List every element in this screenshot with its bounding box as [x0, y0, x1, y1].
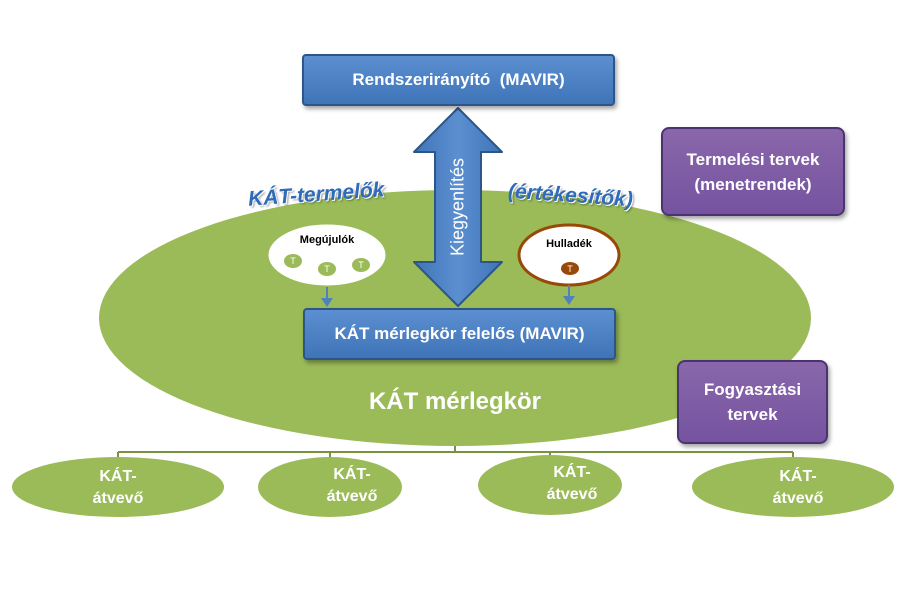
receiver-ellipse-3 — [478, 455, 622, 515]
producer-icon: T — [561, 262, 579, 275]
receiver-label: KÁT- átvevő — [92, 468, 144, 507]
renewables-ellipse — [265, 221, 389, 289]
production-plans-box: Termelési tervek (menetrendek) — [661, 127, 845, 216]
production-plans-label: Termelési tervek (menetrendek) — [686, 149, 820, 194]
balancing-double-arrow — [413, 107, 503, 307]
waste-ellipse — [517, 223, 621, 287]
renewables-label: Megújulók — [299, 234, 355, 246]
receiver-ellipse-1 — [12, 457, 224, 517]
consumption-plans-box: Fogyasztási tervek — [677, 360, 828, 444]
renewables-flow-arrow — [321, 287, 333, 307]
receiver-connector — [117, 446, 794, 465]
receiver-label: KÁT- átvevő — [546, 464, 598, 503]
system-operator-box: Rendszerirányító (MAVIR) — [302, 54, 615, 106]
receiver-ellipse-2 — [258, 457, 402, 517]
consumption-plans-label: Fogyasztási tervek — [703, 380, 802, 424]
producer-icon: T — [318, 262, 336, 276]
system-operator-label: Rendszerirányító (MAVIR) — [352, 70, 565, 89]
waste-label: Hulladék — [546, 238, 592, 250]
waste-flow-arrow — [563, 285, 575, 305]
balancing-responsible-box: KÁT mérlegkör felelős (MAVIR) — [303, 308, 616, 360]
producer-icon: T — [352, 258, 370, 272]
balancing-arrow-label: Kiegyenlítés — [447, 157, 468, 257]
receiver-ellipse-4 — [692, 457, 894, 517]
receiver-label: KÁT- átvevő — [772, 468, 824, 507]
balancing-group-label: KÁT mérlegkör — [368, 388, 542, 415]
receiver-label: KÁT- átvevő — [326, 466, 378, 505]
producer-icon: T — [284, 254, 302, 268]
balancing-responsible-label: KÁT mérlegkör felelős (MAVIR) — [334, 324, 585, 343]
